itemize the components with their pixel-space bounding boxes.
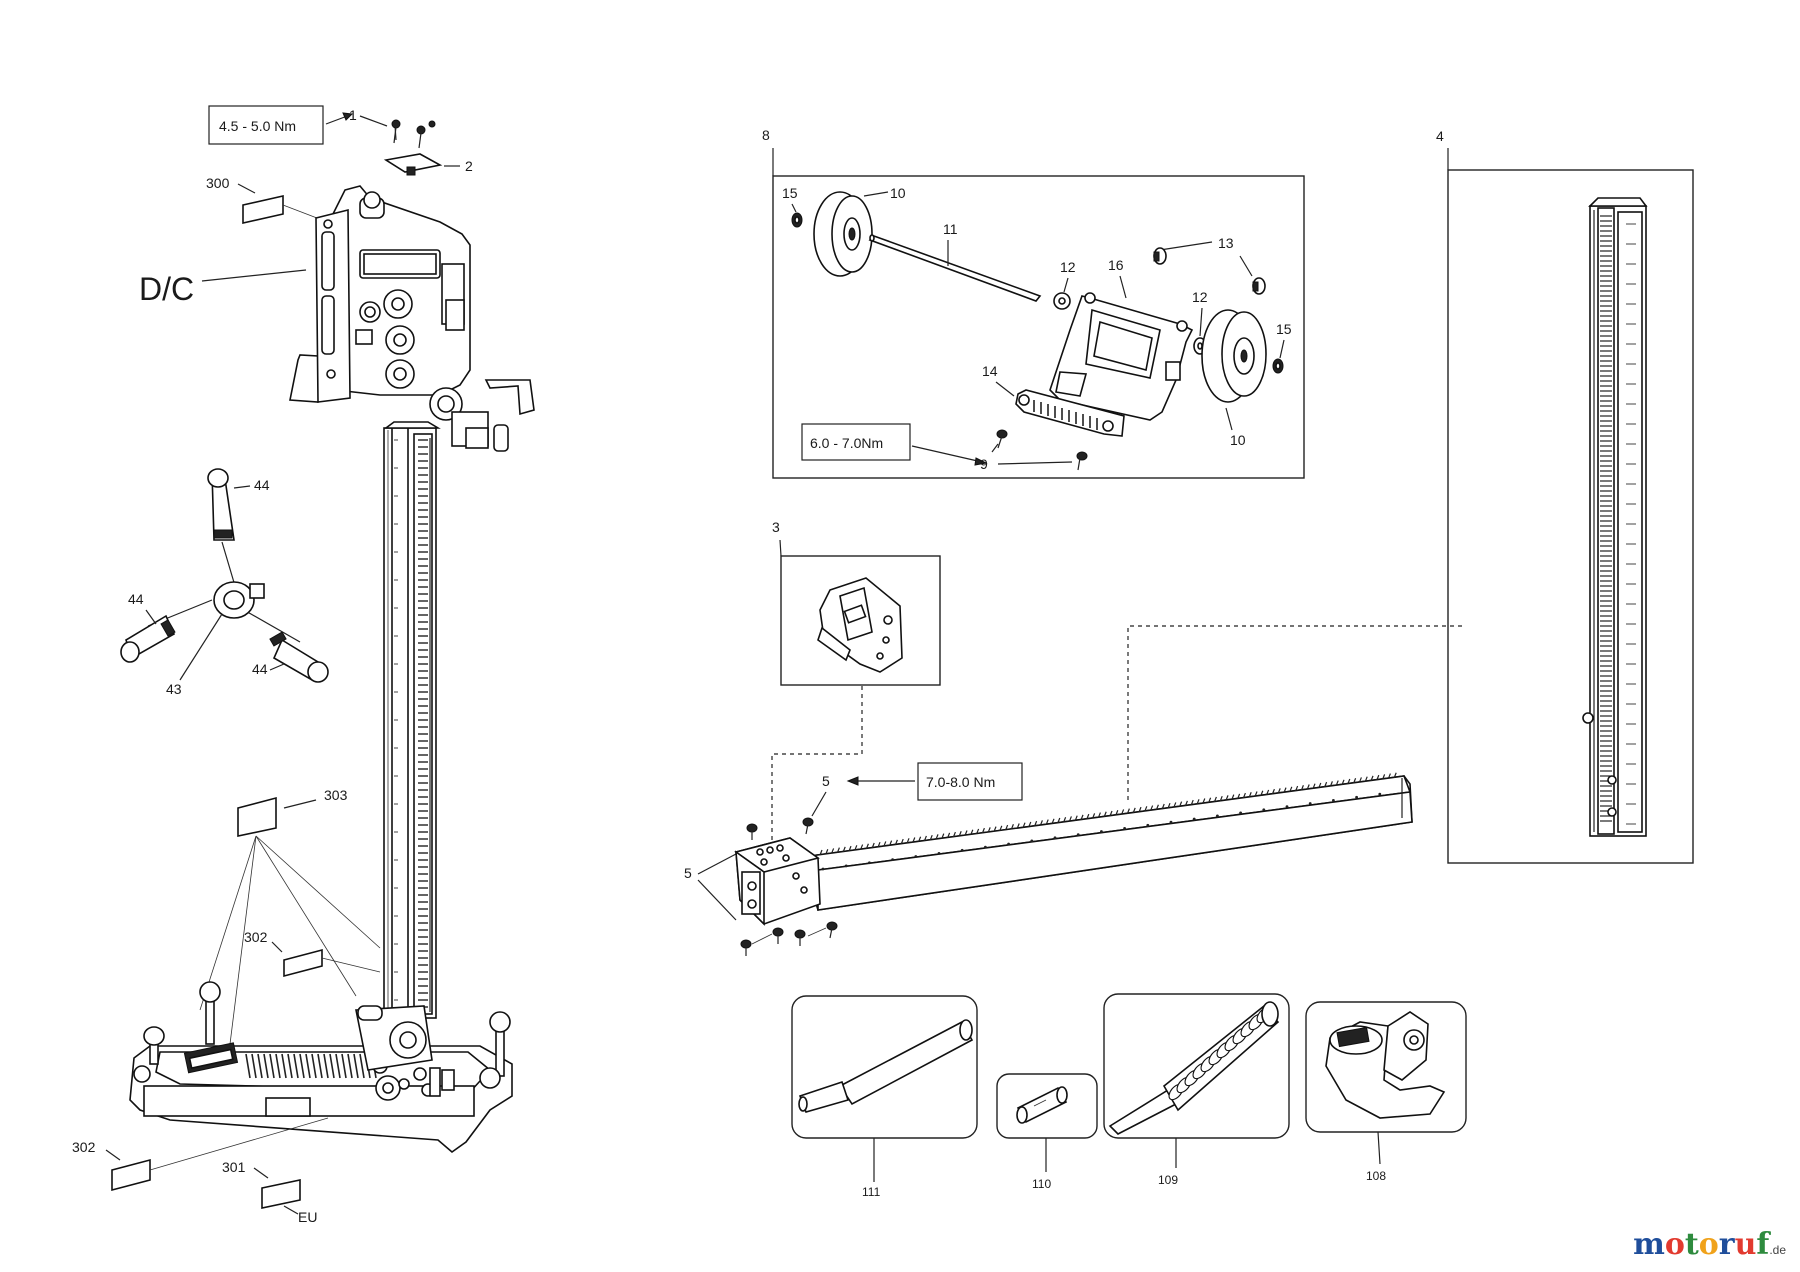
label-eu: EU — [298, 1209, 317, 1225]
column-part-4-group: 4 — [1436, 128, 1694, 864]
label-302b: 302 — [72, 1139, 96, 1155]
wm-o1: o — [1664, 1227, 1685, 1262]
label-15b: 15 — [1276, 321, 1292, 337]
bracket-3 — [817, 577, 903, 673]
label-301: 301 — [222, 1159, 246, 1175]
label-2: 2 — [465, 158, 473, 174]
label-109: 109 — [1158, 1173, 1178, 1187]
column-4-rack — [1600, 215, 1636, 825]
label-12b: 12 — [1192, 289, 1208, 305]
decal-302b — [111, 1158, 151, 1192]
label-5a: 5 — [822, 773, 830, 789]
rail-assembly — [734, 772, 1413, 956]
wm-o2: o — [1698, 1227, 1719, 1262]
wheel-kit-group: 8 15 10 11 12 16 — [762, 127, 1305, 479]
part-109-group: 109 — [1103, 993, 1290, 1187]
label-9: 9 — [980, 456, 988, 472]
wm-r: r — [1718, 1227, 1735, 1262]
torque-spec-2: 6.0 - 7.0Nm — [801, 423, 988, 466]
plugs-13 — [1153, 247, 1266, 295]
connector-4-to-rail — [1127, 625, 1462, 800]
part-3-group: 3 — [772, 519, 941, 686]
label-110: 110 — [1032, 1177, 1051, 1191]
label-dc: D/C — [139, 271, 194, 307]
label-303: 303 — [324, 787, 348, 803]
screws-9 — [996, 429, 1088, 471]
label-43: 43 — [166, 681, 182, 697]
svg-text:6.0 - 7.0Nm: 6.0 - 7.0Nm — [810, 435, 883, 451]
label-44b: 44 — [128, 591, 144, 607]
label-108: 108 — [1366, 1169, 1386, 1183]
handle-assembly — [120, 468, 329, 683]
connector-3-to-rail — [771, 686, 863, 840]
rail-teeth — [819, 772, 1397, 871]
decal-302a — [283, 948, 323, 978]
decal-300 — [242, 195, 284, 224]
label-16: 16 — [1108, 257, 1124, 273]
wheel-10a — [813, 191, 873, 277]
label-12a: 12 — [1060, 259, 1076, 275]
part-111-group: 111 — [791, 995, 978, 1199]
label-5b: 5 — [684, 865, 692, 881]
rack-teeth — [394, 439, 428, 1008]
label-302a: 302 — [244, 929, 268, 945]
sleeve-110 — [1016, 1086, 1068, 1124]
label-10a: 10 — [890, 185, 906, 201]
column-frame — [1447, 169, 1694, 864]
label-14: 14 — [982, 363, 998, 379]
plate-part-2 — [383, 153, 460, 176]
wm-t: t — [1684, 1227, 1699, 1262]
spindle-109 — [1108, 1001, 1280, 1135]
base-plate — [129, 981, 513, 1154]
wm-suffix: .de — [1769, 1243, 1786, 1257]
axle-11 — [868, 234, 1042, 302]
column-rack — [383, 421, 441, 1019]
screws-part-1 — [359, 115, 436, 149]
label-44c: 44 — [252, 661, 268, 677]
label-13: 13 — [1218, 235, 1234, 251]
pin-111 — [798, 1019, 974, 1113]
label-44a: 44 — [254, 477, 270, 493]
label-11: 11 — [943, 221, 958, 237]
wm-u: u — [1734, 1227, 1757, 1262]
column-4 — [1582, 197, 1648, 837]
label-4: 4 — [1436, 128, 1444, 144]
drill-stand-assembly: 4.5 - 5.0 Nm 1 2 300 D/C — [72, 105, 535, 1225]
decal-301 — [261, 1179, 301, 1209]
label-300: 300 — [206, 175, 230, 191]
svg-text:7.0-8.0 Nm: 7.0-8.0 Nm — [926, 774, 995, 790]
clamp-108 — [1325, 1011, 1446, 1119]
decal-303 — [237, 796, 277, 837]
torque-spec-3: 7.0-8.0 Nm — [846, 762, 1023, 801]
label-15a: 15 — [782, 185, 798, 201]
label-111: 111 — [862, 1185, 881, 1199]
label-8: 8 — [762, 127, 770, 143]
svg-text:4.5 - 5.0 Nm: 4.5 - 5.0 Nm — [219, 118, 296, 134]
wheel-bracket-16 — [1049, 292, 1194, 421]
handle-14 — [1015, 389, 1125, 437]
label-1: 1 — [349, 107, 357, 123]
torque-spec-1: 4.5 - 5.0 Nm — [208, 105, 354, 145]
wm-m: m — [1633, 1227, 1665, 1262]
part-110-group: 110 — [996, 1073, 1098, 1191]
handle-grips — [1033, 400, 1098, 430]
motoruf-watermark: motoruf.de — [1633, 1227, 1786, 1262]
wheel-10b — [1201, 309, 1267, 403]
label-3: 3 — [772, 519, 780, 535]
carriage-housing — [289, 185, 535, 452]
wm-f: f — [1756, 1227, 1770, 1262]
part-108-group: 108 — [1305, 1001, 1467, 1183]
label-10b: 10 — [1230, 432, 1246, 448]
